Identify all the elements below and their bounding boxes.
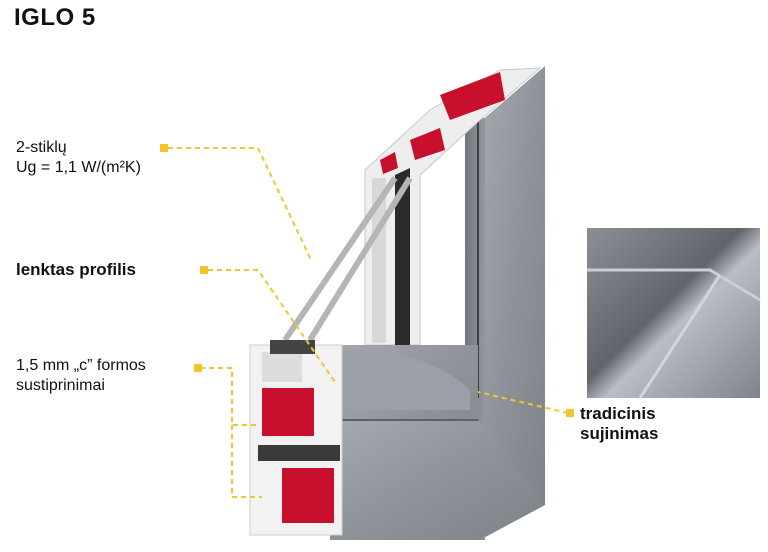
horizontal-pvc-profile	[249, 340, 343, 536]
callout-reinforcement-line1: 1,5 mm „c” formos	[16, 357, 146, 374]
callout-glazing: 2-stiklų Ug = 1,1 W/(m²K)	[16, 138, 141, 178]
leader-glazing	[168, 147, 313, 263]
vertical-pvc-profile	[364, 67, 542, 346]
marker-profile	[200, 266, 208, 274]
horizontal-frame	[330, 345, 545, 540]
glass-panes	[282, 176, 413, 342]
leader-joint	[477, 391, 569, 414]
callout-joint-line1: tradicinis	[580, 404, 656, 423]
callout-joint: tradicinis sujinimas	[580, 404, 658, 444]
reinforcement-lower	[282, 468, 334, 523]
leader-reinforcement-upper	[200, 367, 258, 426]
callout-glazing-line1: 2-stiklų	[16, 139, 67, 156]
callout-reinforcement-line2: sustiprinimai	[16, 377, 105, 394]
marker-reinforcement	[194, 364, 202, 372]
marker-joint	[566, 409, 574, 417]
callout-markers	[160, 144, 574, 417]
marker-glazing	[160, 144, 168, 152]
joint-closeup-image	[587, 228, 761, 399]
callout-leaders	[168, 147, 569, 498]
callout-profile: lenktas profilis	[16, 260, 136, 280]
reinforcement-upper	[262, 388, 314, 436]
callout-reinforcement: 1,5 mm „c” formos sustiprinimai	[16, 356, 146, 396]
callout-profile-label: lenktas profilis	[16, 260, 136, 279]
callout-joint-line2: sujinimas	[580, 424, 659, 443]
leader-reinforcement-lower	[231, 425, 262, 498]
callout-glazing-line2: Ug = 1,1 W/(m²K)	[16, 159, 141, 176]
page-title: IGLO 5	[14, 4, 96, 31]
leader-profile	[208, 269, 336, 383]
